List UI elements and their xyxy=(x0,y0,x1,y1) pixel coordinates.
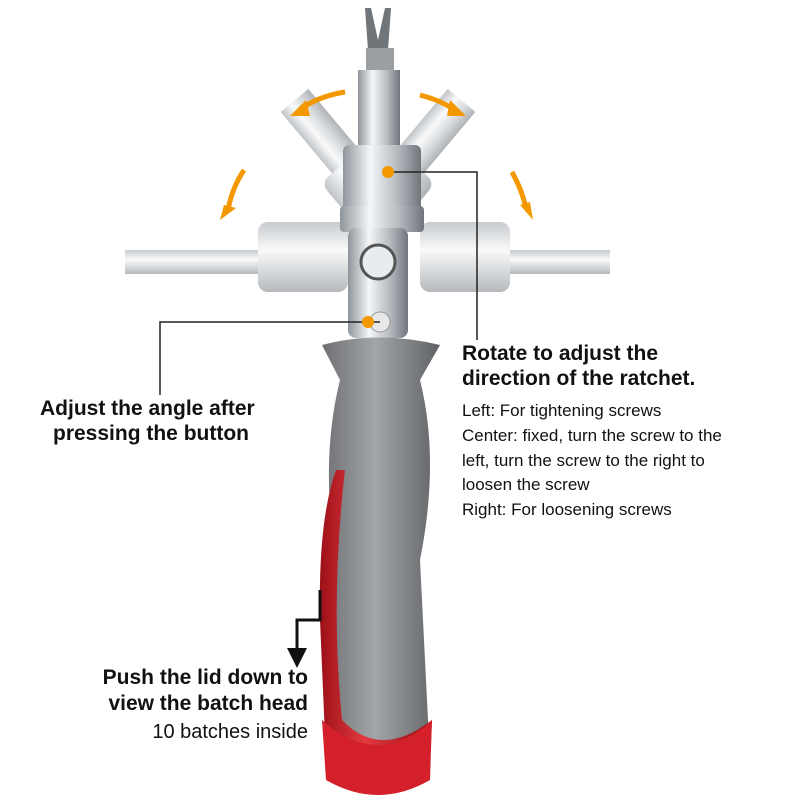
lid-callout-line2: view the batch head xyxy=(108,692,308,715)
arrow-heads xyxy=(220,100,533,220)
leader-lines xyxy=(159,171,478,395)
ratchet-title-line1: Rotate to adjust the xyxy=(462,342,659,365)
ratchet-detail: loosen the screw xyxy=(462,475,590,494)
ratchet-detail: Right: For loosening screws xyxy=(462,500,672,519)
ratchet-head xyxy=(340,145,424,338)
push-down-arrow-icon xyxy=(287,590,322,668)
ratchet-detail: Left: For tightening screws xyxy=(462,401,662,420)
ratchet-detail: Center: fixed, turn the screw to the xyxy=(462,426,722,445)
handle xyxy=(319,337,440,795)
lid-callout-note: 10 batches inside xyxy=(152,721,308,743)
ratchet-detail: left, turn the screw to the right to xyxy=(462,451,705,470)
ratchet-title-line2: direction of the ratchet. xyxy=(462,367,696,390)
ratchet-marker-dot xyxy=(382,166,394,178)
lid-callout-line1: Push the lid down to xyxy=(102,666,308,689)
angle-callout-line1: Adjust the angle after xyxy=(40,397,255,420)
angle-callout-line2: pressing the button xyxy=(53,422,249,445)
top-bit xyxy=(358,8,400,150)
button-marker-dot xyxy=(362,316,374,328)
